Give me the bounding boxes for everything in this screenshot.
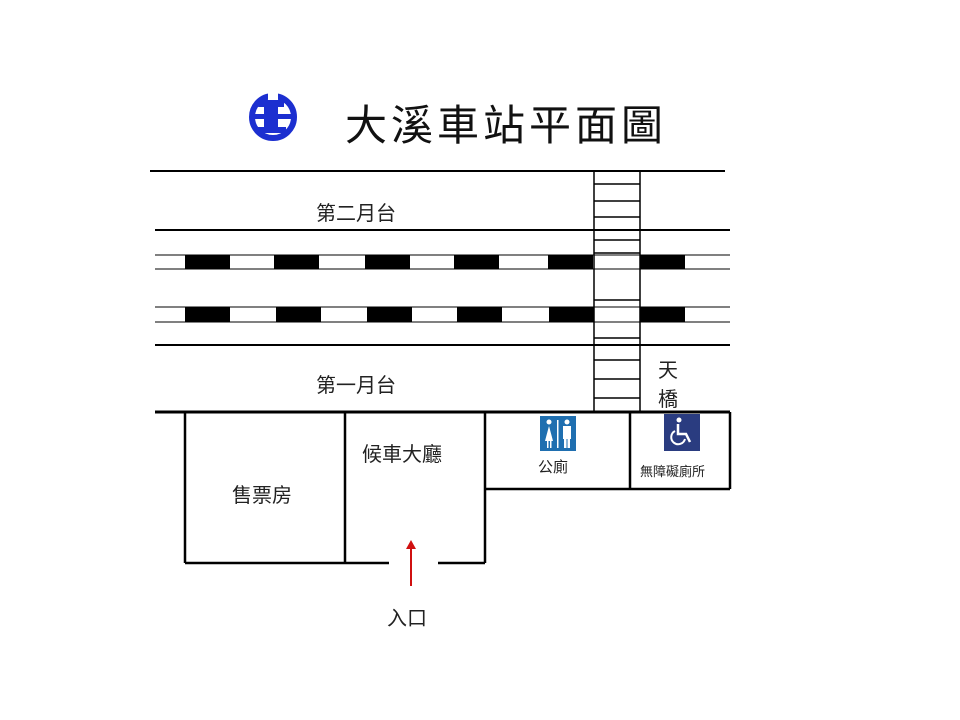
entrance-label: 入口 <box>387 606 427 630</box>
ticket-office-label: 售票房 <box>232 483 292 507</box>
track-block <box>640 307 685 322</box>
wheelchair-icon <box>664 414 700 451</box>
arrow-up-icon <box>406 540 416 586</box>
track-block <box>185 307 230 322</box>
track-block <box>365 255 410 269</box>
accessible-restroom-label: 無障礙廁所 <box>640 465 706 480</box>
track-block <box>549 307 594 322</box>
track-block <box>276 307 321 322</box>
track-block <box>367 307 412 322</box>
track-block <box>185 255 230 269</box>
waiting-hall-label: 候車大廳 <box>362 442 442 466</box>
track-block <box>548 255 593 269</box>
platform-2-label: 第二月台 <box>316 201 396 225</box>
page-title: 大溪車站平面圖 <box>345 101 668 150</box>
footbridge-label-2: 橋 <box>658 387 678 411</box>
track-block <box>274 255 319 269</box>
track-block <box>454 255 499 269</box>
restroom-label: 公廁 <box>538 458 569 476</box>
platform-1-label: 第一月台 <box>316 373 396 397</box>
track-block <box>457 307 502 322</box>
track-block <box>640 255 685 269</box>
footbridge-label-1: 天 <box>658 358 678 382</box>
restroom-icon <box>540 416 576 451</box>
taiwan-railway-logo-icon <box>249 92 297 141</box>
